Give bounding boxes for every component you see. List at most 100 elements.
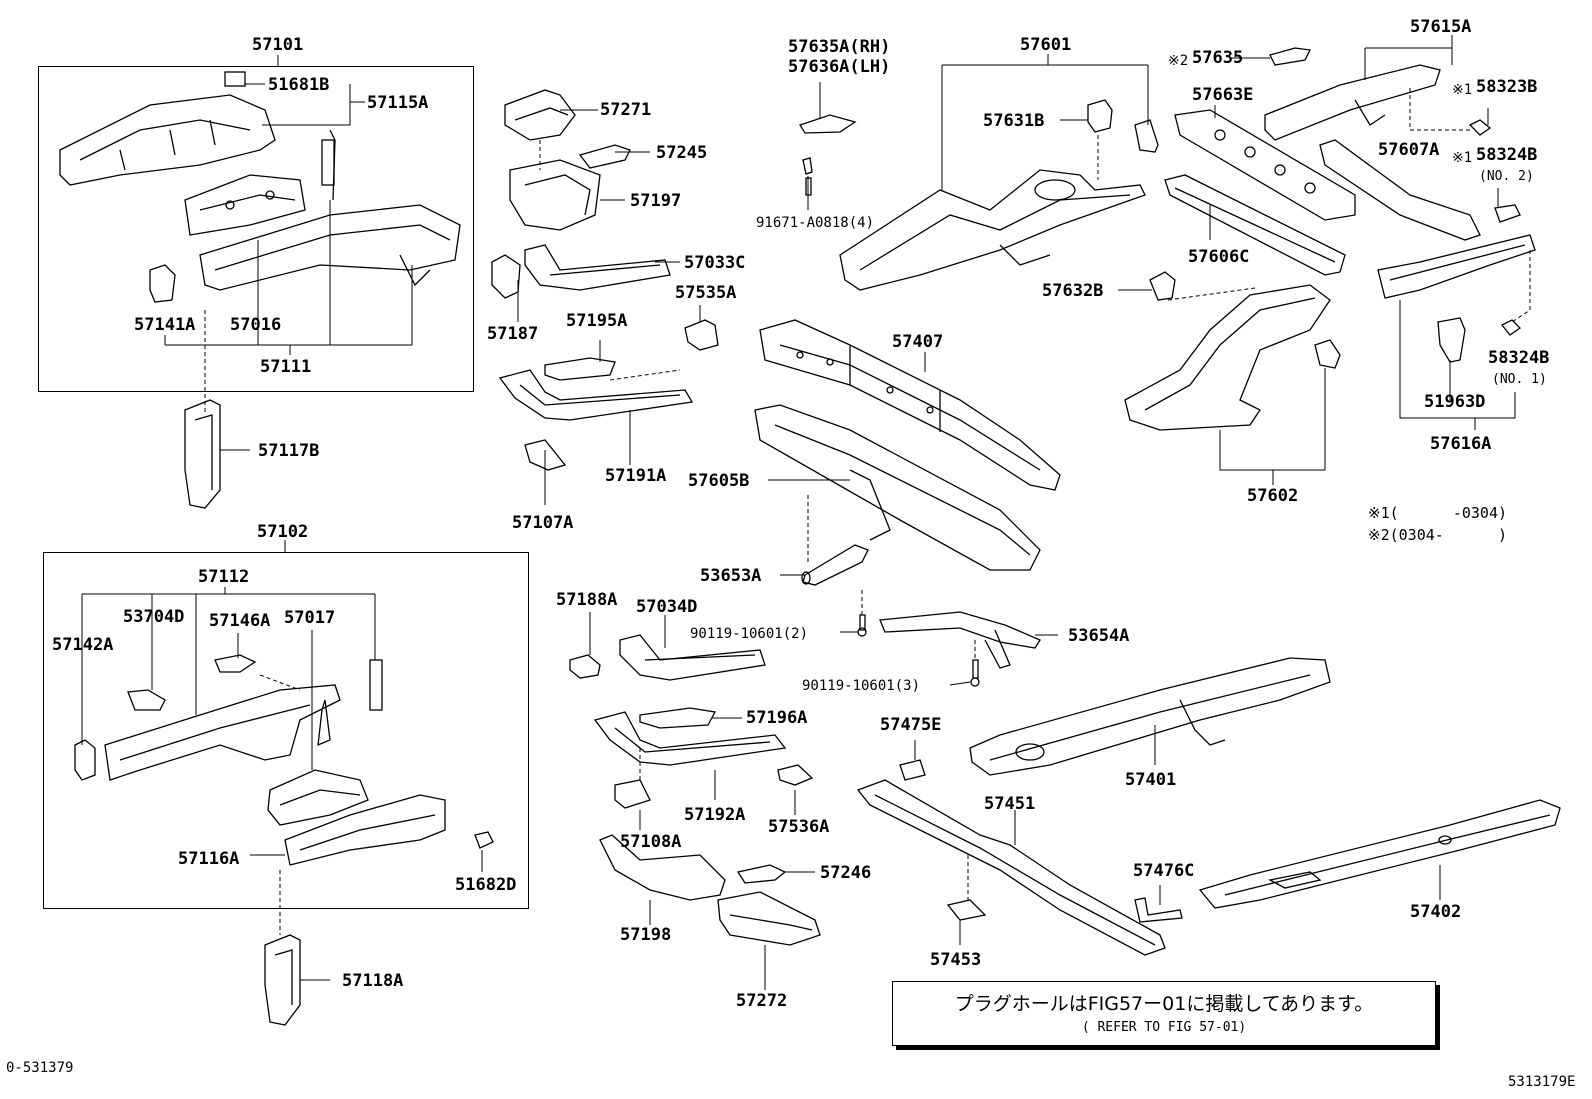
part-label-53704D[interactable]: 53704D	[123, 607, 185, 627]
part-57606C-drawing	[1164, 174, 1346, 276]
legend-row-2-text: (0304- )	[1389, 526, 1508, 544]
group-label-57616A[interactable]: 57616A	[1430, 434, 1492, 454]
group-label-57615A[interactable]: 57615A	[1410, 17, 1472, 37]
part-label-90119-10601-3[interactable]: 90119-10601(3)	[802, 678, 921, 694]
part-label-57663E[interactable]: 57663E	[1192, 85, 1254, 105]
part-label-91671-A0818[interactable]: 91671-A0818(4)	[756, 215, 875, 231]
group-label-57102[interactable]: 57102	[257, 522, 309, 542]
part-label-57636A-LH[interactable]: 57636A(LH)	[788, 57, 891, 77]
part-label-57016[interactable]: 57016	[230, 315, 282, 335]
part-label-53654A[interactable]: 53654A	[1068, 626, 1130, 646]
part-label-57034D[interactable]: 57034D	[636, 597, 698, 617]
part-label-57196A[interactable]: 57196A	[746, 708, 808, 728]
part-label-57118A[interactable]: 57118A	[342, 971, 404, 991]
part-label-57635[interactable]: 57635	[1192, 48, 1244, 68]
part-label-57141A[interactable]: 57141A	[134, 315, 196, 335]
group-label-57601[interactable]: 57601	[1020, 35, 1072, 55]
group-box-57102	[43, 552, 529, 909]
part-57196A-drawing	[639, 707, 717, 729]
part-label-57407[interactable]: 57407	[892, 332, 944, 352]
part-label-57451[interactable]: 57451	[984, 794, 1036, 814]
part-label-57246[interactable]: 57246	[820, 863, 872, 883]
part-57187-drawing	[491, 254, 521, 299]
part-57112-rail-drawing	[104, 659, 383, 781]
part-label-57197[interactable]: 57197	[630, 191, 682, 211]
part-57536A-drawing	[777, 764, 814, 786]
part-label-58323B[interactable]: 58323B	[1476, 77, 1538, 97]
part-90119-bolt-b-drawing	[970, 659, 980, 687]
part-label-57116A[interactable]: 57116A	[178, 849, 240, 869]
group-label-57602[interactable]: 57602	[1247, 486, 1299, 506]
part-57271-drawing	[504, 89, 576, 141]
part-label-57271[interactable]: 57271	[600, 100, 652, 120]
marker-2-57635: ※2	[1168, 53, 1189, 69]
part-label-57107A[interactable]: 57107A	[512, 513, 574, 533]
reference-note-japanese: プラグホールはFIG57ー01に掲載してあります。	[954, 993, 1374, 1015]
part-label-57195A[interactable]: 57195A	[566, 311, 628, 331]
part-57033C-drawing	[524, 244, 671, 291]
reference-note-box: プラグホールはFIG57ー01に掲載してあります。 ( REFER TO FIG…	[892, 981, 1436, 1046]
part-57453-drawing	[946, 899, 987, 921]
part-label-57033C[interactable]: 57033C	[684, 253, 746, 273]
part-label-58324B-no2[interactable]: 58324B	[1476, 145, 1538, 165]
part-label-57191A[interactable]: 57191A	[605, 466, 667, 486]
part-label-57142A[interactable]: 57142A	[52, 635, 114, 655]
part-label-57402[interactable]: 57402	[1410, 902, 1462, 922]
part-label-51682D[interactable]: 51682D	[455, 875, 517, 895]
part-label-51963D[interactable]: 51963D	[1424, 392, 1486, 412]
part-label-57632B[interactable]: 57632B	[1042, 281, 1104, 301]
part-57245-drawing	[578, 144, 631, 169]
part-57246-drawing	[736, 864, 787, 884]
part-57602-small-drawing	[1314, 339, 1341, 369]
part-58324B-no1-drawing	[1500, 319, 1522, 336]
legend-row-1-text: ( -0304)	[1389, 504, 1508, 522]
part-label-51681B[interactable]: 51681B	[268, 75, 330, 95]
part-57117B-drawing	[184, 399, 221, 509]
part-53653A-drawing	[801, 544, 869, 586]
part-label-57631B[interactable]: 57631B	[983, 111, 1045, 131]
part-label-57401[interactable]: 57401	[1125, 770, 1177, 790]
part-label-57146A[interactable]: 57146A	[209, 611, 271, 631]
part-label-58324B-no1[interactable]: 58324B	[1488, 348, 1550, 368]
part-57615A-drawing	[1264, 64, 1441, 141]
part-58323B-drawing	[1468, 119, 1492, 136]
marker-1-58323B: ※1	[1452, 82, 1473, 98]
part-label-57536A[interactable]: 57536A	[768, 817, 830, 837]
part-label-57188A[interactable]: 57188A	[556, 590, 618, 610]
part-57402-drawing	[1198, 799, 1561, 909]
part-label-57117B[interactable]: 57117B	[258, 441, 320, 461]
part-label-57108A[interactable]: 57108A	[620, 832, 682, 852]
part-57198-drawing	[599, 834, 726, 901]
legend-row-1: ※1( -0304)	[1368, 504, 1507, 522]
legend-row-2-mark: ※2	[1368, 526, 1390, 544]
part-label-57606C[interactable]: 57606C	[1188, 247, 1250, 267]
part-label-57198[interactable]: 57198	[620, 925, 672, 945]
part-label-57017[interactable]: 57017	[284, 608, 336, 628]
part-label-57453[interactable]: 57453	[930, 950, 982, 970]
part-label-57187[interactable]: 57187	[487, 324, 539, 344]
part-label-57115A[interactable]: 57115A	[367, 93, 429, 113]
part-57407-drawing	[759, 319, 1061, 491]
group-label-57112[interactable]: 57112	[198, 567, 250, 587]
part-label-57605B[interactable]: 57605B	[688, 471, 750, 491]
part-57535A-drawing	[684, 319, 719, 351]
part-label-53653A[interactable]: 53653A	[700, 566, 762, 586]
part-57601-frame-drawing	[839, 169, 1146, 291]
group-label-57111[interactable]: 57111	[260, 357, 312, 377]
part-53704D-drawing	[127, 689, 166, 711]
part-label-57245[interactable]: 57245	[656, 143, 708, 163]
group-label-57101[interactable]: 57101	[252, 35, 304, 55]
part-label-57635A-RH[interactable]: 57635A(RH)	[788, 37, 891, 57]
marker-1-58324B-no2: ※1	[1452, 150, 1473, 166]
part-57118A-drawing	[264, 934, 301, 1026]
part-label-57476C[interactable]: 57476C	[1133, 861, 1195, 881]
part-label-57475E[interactable]: 57475E	[880, 715, 942, 735]
part-57017-drawing	[267, 699, 369, 826]
part-57146A-drawing	[214, 654, 257, 673]
part-label-57535A[interactable]: 57535A	[675, 283, 737, 303]
part-label-57192A[interactable]: 57192A	[684, 805, 746, 825]
part-label-57272[interactable]: 57272	[736, 991, 788, 1011]
part-label-90119-10601-2[interactable]: 90119-10601(2)	[690, 626, 809, 642]
part-label-57607A[interactable]: 57607A	[1378, 140, 1440, 160]
part-57475E-drawing	[899, 759, 926, 781]
